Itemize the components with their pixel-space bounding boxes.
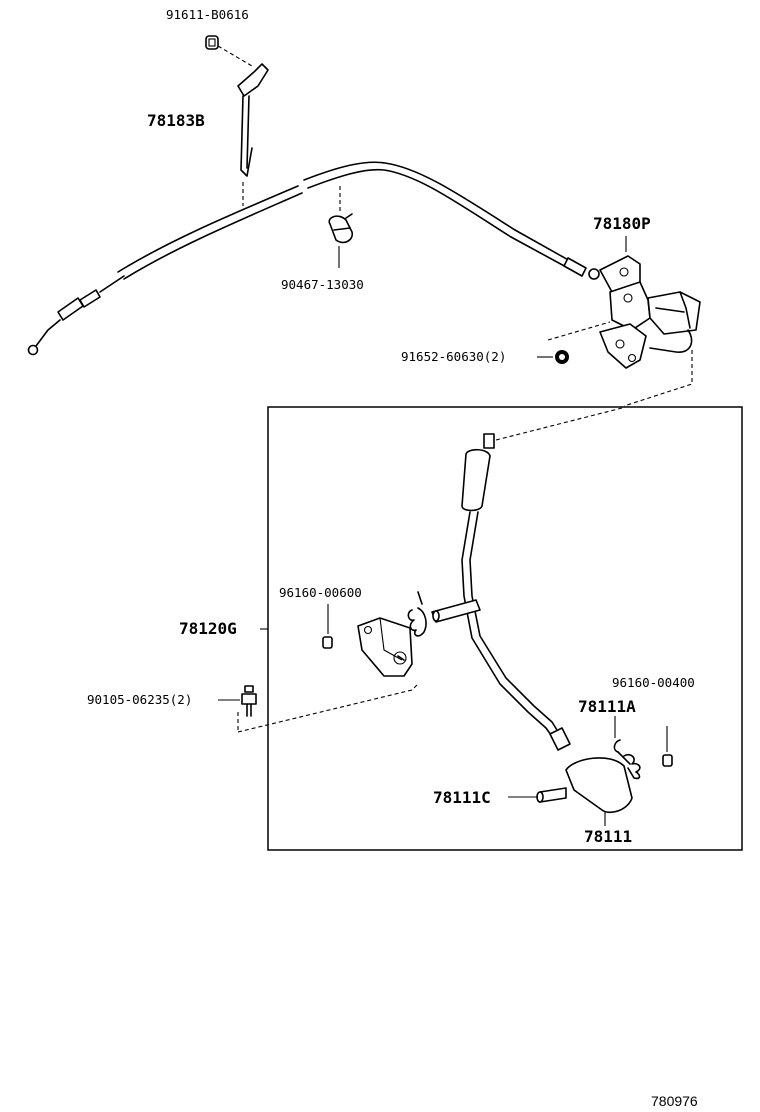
- spring-pin-icon: [407, 591, 481, 637]
- label-78180P: 78180P: [593, 214, 651, 233]
- bolt-90105-icon: [241, 685, 257, 717]
- diagram-reference-number: 780976: [651, 1093, 698, 1109]
- label-78111A: 78111A: [578, 697, 636, 716]
- nut-96160-00400-icon: [662, 754, 673, 767]
- label-96160-00600: 96160-00600: [279, 585, 362, 600]
- accelerator-cable: [27, 161, 600, 356]
- pedal-pad-78111-icon: [565, 757, 633, 814]
- label-78111: 78111: [584, 827, 632, 846]
- nut-91611-icon: [205, 35, 219, 50]
- label-91611: 91611-B0616: [166, 7, 249, 22]
- clamp-90467-icon: [328, 186, 354, 268]
- pedal-bracket-icon: [357, 617, 413, 677]
- bracket-78180P-icon: [599, 255, 701, 369]
- pedal-lever-icon: [461, 433, 571, 751]
- label-78183B: 78183B: [147, 111, 205, 130]
- bracket-78183B-icon: [237, 63, 269, 177]
- bolt-91652-icon: [555, 350, 569, 364]
- label-96160-00400: 96160-00400: [612, 675, 695, 690]
- label-90467: 90467-13030: [281, 277, 364, 292]
- nut-96160-00600-icon: [322, 636, 333, 649]
- pin-78111C-icon: [536, 787, 567, 803]
- label-78120G: 78120G: [179, 619, 237, 638]
- spring-78111A-icon: [613, 739, 641, 780]
- label-91652: 91652-60630(2): [401, 349, 506, 364]
- pedal-assembly-frame: [267, 406, 743, 851]
- label-78111C: 78111C: [433, 788, 491, 807]
- label-90105: 90105-06235(2): [87, 692, 192, 707]
